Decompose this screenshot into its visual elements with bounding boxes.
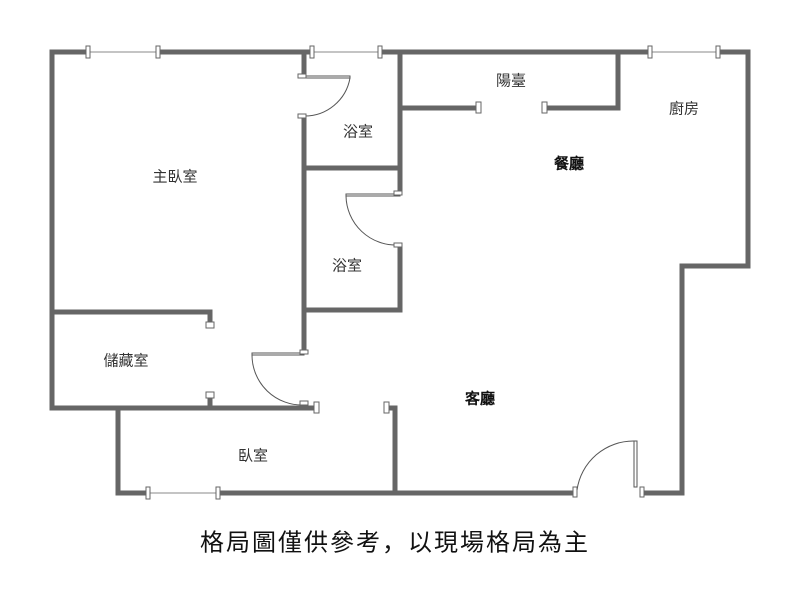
room-label-bathroom-1: 浴室	[342, 122, 374, 141]
disclaimer-caption: 格局圖僅供參考，以現場格局為主	[200, 528, 590, 557]
doors[interactable]	[251, 73, 638, 491]
room-label-balcony: 陽臺	[495, 71, 527, 90]
room-label-storage: 儲藏室	[103, 351, 149, 370]
room-label-living: 客廳	[464, 389, 496, 408]
room-label-kitchen: 廚房	[668, 99, 700, 118]
room-label-bedroom: 臥室	[237, 446, 269, 465]
room-label-bathroom-2: 浴室	[331, 256, 363, 275]
windows	[85, 45, 721, 500]
room-label-dining: 餐廳	[553, 154, 585, 173]
walls	[49, 49, 751, 496]
room-label-master-bedroom: 主臥室	[152, 167, 198, 186]
